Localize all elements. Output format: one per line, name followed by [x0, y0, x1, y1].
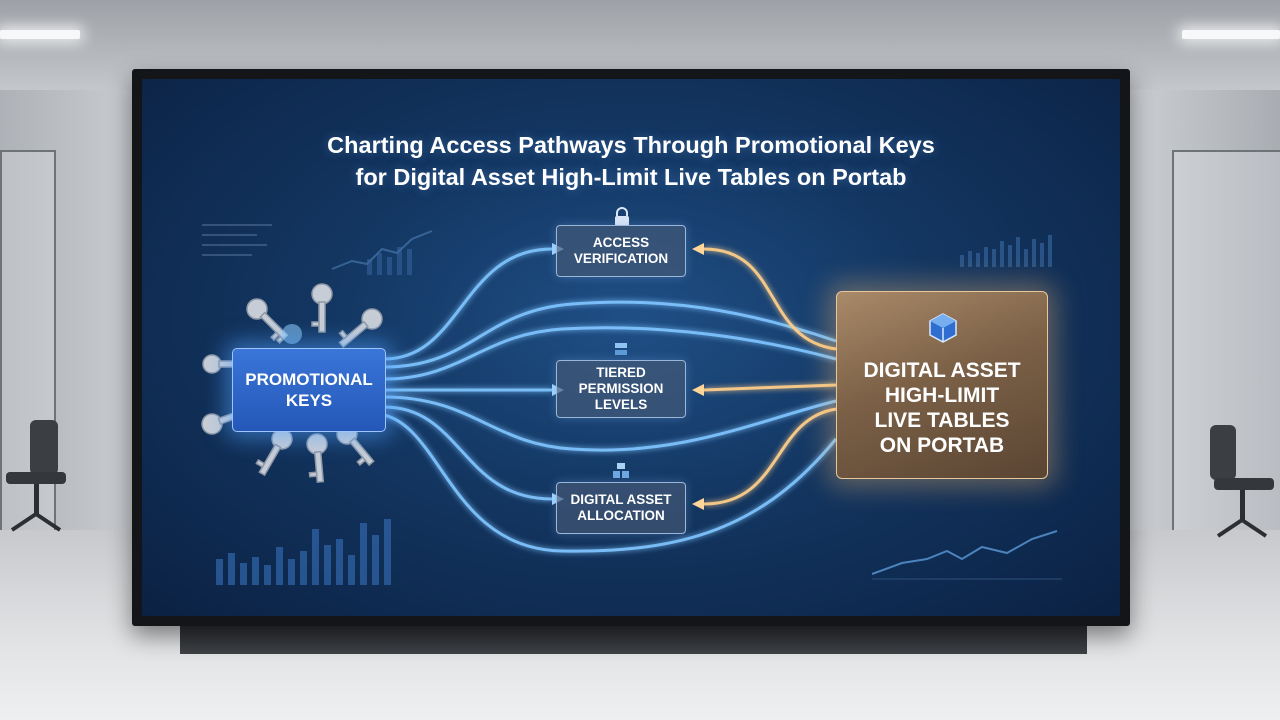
right-wall	[1110, 90, 1280, 530]
tiered-permission-levels-node: TIERED PERMISSION LEVELS	[556, 360, 686, 418]
ceiling-light-right	[1182, 30, 1280, 39]
background-decor-chart-bottom-right	[871, 530, 1062, 580]
target-label-line-2: HIGH-LIMIT	[884, 384, 1000, 407]
access-verification-node: ACCESS VERIFICATION	[556, 225, 686, 277]
step-2-line-3: LEVELS	[594, 397, 648, 412]
flow-line-promo-to-tiered	[383, 326, 837, 381]
step-2-line-1: TIERED	[596, 365, 646, 380]
flow-line-promo-to-tiered-2	[383, 395, 837, 452]
cube-icon	[929, 313, 957, 343]
left-office-chair	[6, 420, 66, 532]
promotional-keys-node: PROMOTIONAL KEYS	[232, 348, 386, 432]
step-3-line-2: ALLOCATION	[577, 508, 665, 523]
display-screen: Charting Access Pathways Through Promoti…	[142, 79, 1120, 616]
glow-burst	[282, 324, 302, 344]
background-decor-line	[202, 244, 267, 246]
arrowhead-access-return	[692, 243, 704, 255]
blocks-icon	[613, 463, 629, 478]
arrowhead-tiered-return	[692, 384, 704, 396]
lock-icon	[615, 207, 629, 226]
background-decor-chart-top-left	[331, 230, 433, 275]
key-icon	[246, 298, 289, 345]
promo-label-line-1: PROMOTIONAL	[245, 370, 373, 389]
target-label-line-4: ON PORTAB	[879, 434, 1005, 457]
step-1-line-2: VERIFICATION	[573, 251, 669, 266]
flow-line-promo-to-allocation-2	[383, 413, 838, 553]
target-label-line-1: DIGITAL ASSET	[863, 359, 1021, 382]
title-line-1: Charting Access Pathways Through Promoti…	[327, 132, 935, 158]
title-line-2: for Digital Asset High-Limit Live Tables…	[355, 164, 907, 190]
background-decor-line	[202, 234, 257, 236]
background-decor-lines-top-left	[202, 224, 272, 226]
target-label-line-3: LIVE TABLES	[874, 409, 1010, 432]
right-office-chair	[1210, 425, 1274, 538]
arrowhead-allocation-return	[692, 498, 704, 510]
digital-asset-tables-node: DIGITAL ASSET HIGH-LIMIT LIVE TABLES ON …	[836, 291, 1048, 479]
flow-line-promo-to-access-2	[383, 300, 837, 369]
digital-asset-allocation-node: DIGITAL ASSET ALLOCATION	[556, 482, 686, 534]
key-icon	[311, 283, 333, 333]
step-1-line-1: ACCESS	[592, 235, 650, 250]
flow-line-target-to-allocation	[703, 407, 837, 506]
ceiling-light-left	[0, 30, 80, 39]
key-icon	[338, 308, 383, 349]
key-icon	[255, 428, 293, 477]
key-icon	[306, 433, 328, 483]
flow-line-promo-to-allocation	[383, 405, 553, 501]
stack-icon	[615, 343, 627, 355]
background-decor-chart-top-right	[960, 235, 1052, 267]
diagram-title: Charting Access Pathways Through Promoti…	[142, 129, 1120, 193]
promo-label-line-2: KEYS	[285, 391, 333, 410]
background-decor-line	[202, 254, 252, 256]
background-decor-chart-bottom-left	[216, 519, 391, 585]
display-monitor: Charting Access Pathways Through Promoti…	[132, 69, 1130, 626]
step-3-line-1: DIGITAL ASSET	[570, 492, 672, 507]
step-2-line-2: PERMISSION	[578, 381, 664, 396]
flow-connectors	[383, 243, 838, 553]
flow-line-target-to-access	[703, 247, 837, 351]
flow-line-target-to-tiered	[703, 383, 837, 392]
flow-line-promo-to-access	[383, 247, 553, 361]
